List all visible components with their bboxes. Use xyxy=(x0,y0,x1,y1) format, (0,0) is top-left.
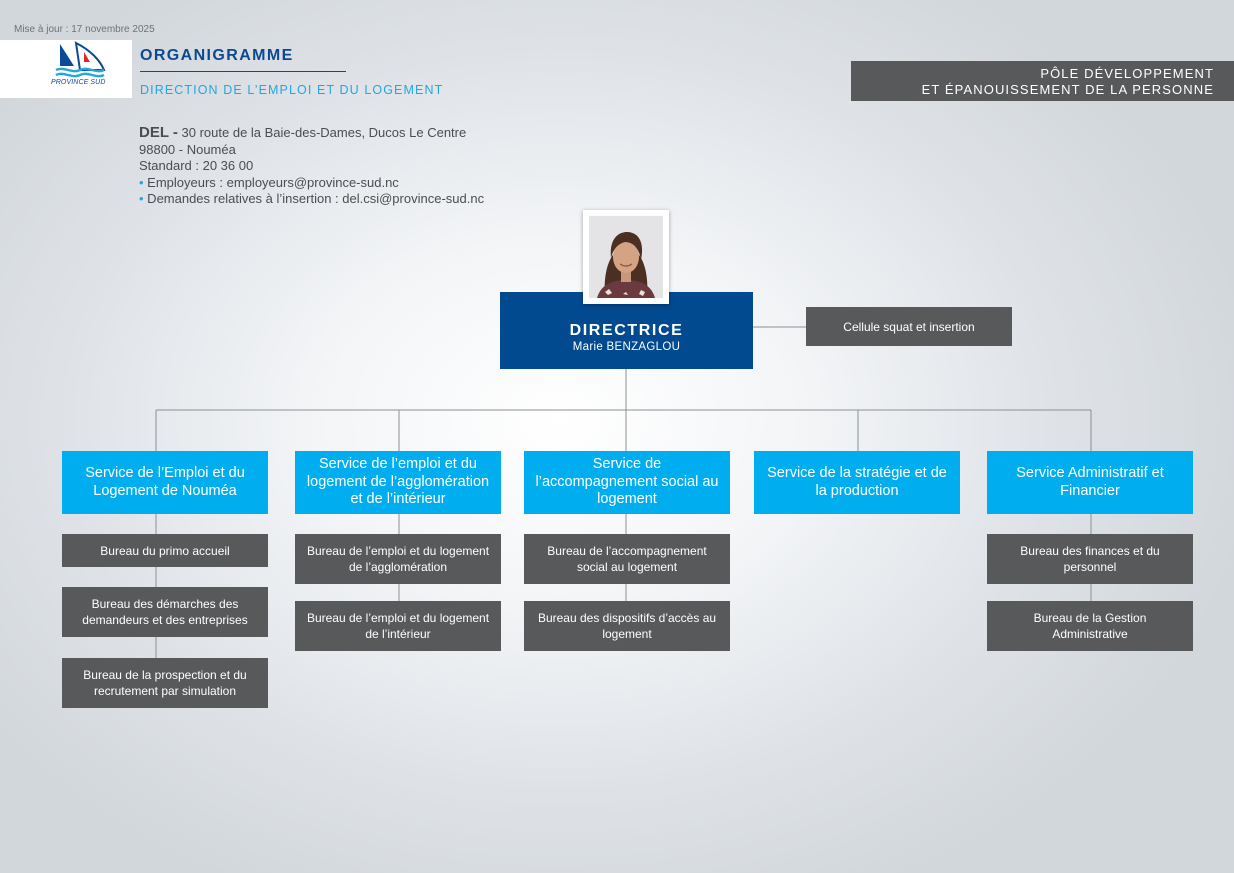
bullet-icon: • xyxy=(139,174,144,190)
bureau-demarches: Bureau des démarches des demandeurs et d… xyxy=(62,587,268,637)
city: 98800 - Nouméa xyxy=(139,141,236,157)
title-divider xyxy=(140,71,346,72)
bureau-primo-accueil: Bureau du primo accueil xyxy=(62,534,268,567)
page-subtitle: DIRECTION DE L’EMPLOI ET DU LOGEMENT xyxy=(140,83,444,97)
page-title: ORGANIGRAMME xyxy=(140,47,294,64)
bureau-prospection: Bureau de la prospection et du recruteme… xyxy=(62,658,268,708)
acronym: DEL - xyxy=(139,124,178,141)
portrait-icon xyxy=(589,216,663,298)
pole-line-2: ET ÉPANOUISSEMENT DE LA PERSONNE xyxy=(921,82,1214,97)
employers-email[interactable]: Employeurs : employeurs@province-sud.nc xyxy=(143,174,399,190)
director-photo xyxy=(583,210,669,304)
service-administratif-financier: Service Administratif et Financier xyxy=(987,451,1193,514)
province-sud-logo: PROVINCE SUD xyxy=(0,40,132,98)
bureau-agglomeration: Bureau de l’emploi et du logement de l’a… xyxy=(295,534,501,584)
bullet-icon: • xyxy=(139,191,144,206)
bureau-gestion-administrative: Bureau de la Gestion Administrative xyxy=(987,601,1193,651)
cell-squat-insertion: Cellule squat et insertion xyxy=(806,307,1012,346)
street: 30 route de la Baie-des-Dames, Ducos Le … xyxy=(177,125,467,140)
employers-contact: • Employeurs : employeurs@province-sud.n… xyxy=(139,175,484,192)
phone: Standard : 20 36 00 xyxy=(139,158,254,173)
service-accompagnement-social: Service de l’accompagnement social au lo… xyxy=(524,451,730,514)
director-name: Marie BENZAGLOU xyxy=(572,341,681,353)
bureau-finances-personnel: Bureau des finances et du personnel xyxy=(987,534,1193,584)
pole-line-1: PÔLE DÉVELOPPEMENT xyxy=(1040,66,1214,81)
service-agglomeration-interieur: Service de l’emploi et du logement de l’… xyxy=(295,451,501,514)
service-strategie-production: Service de la stratégie et de la product… xyxy=(754,451,960,514)
insertion-email[interactable]: Demandes relatives à l’insertion : del.c… xyxy=(143,191,485,206)
pole-banner: PÔLE DÉVELOPPEMENT ET ÉPANOUISSEMENT DE … xyxy=(851,61,1234,101)
director-title: DIRECTRICE xyxy=(569,322,684,339)
address-block: DEL - 30 route de la Baie-des-Dames, Duc… xyxy=(139,124,484,208)
logo-wordmark: PROVINCE SUD xyxy=(51,79,106,86)
update-date: Mise à jour : 17 novembre 2025 xyxy=(14,24,155,35)
bureau-interieur: Bureau de l’emploi et du logement de l’i… xyxy=(295,601,501,651)
service-emploi-noumea: Service de l’Emploi et du Logement de No… xyxy=(62,451,268,514)
bureau-accompagnement-social: Bureau de l’accompagnement social au log… xyxy=(524,534,730,584)
bureau-dispositifs-acces: Bureau des dispositifs d’accès au logeme… xyxy=(524,601,730,651)
sail-logo-icon xyxy=(55,41,106,78)
address-line: DEL - 30 route de la Baie-des-Dames, Duc… xyxy=(139,124,484,142)
insertion-contact: • Demandes relatives à l’insertion : del… xyxy=(139,191,484,208)
director-box: DIRECTRICE Marie BENZAGLOU xyxy=(500,292,753,369)
